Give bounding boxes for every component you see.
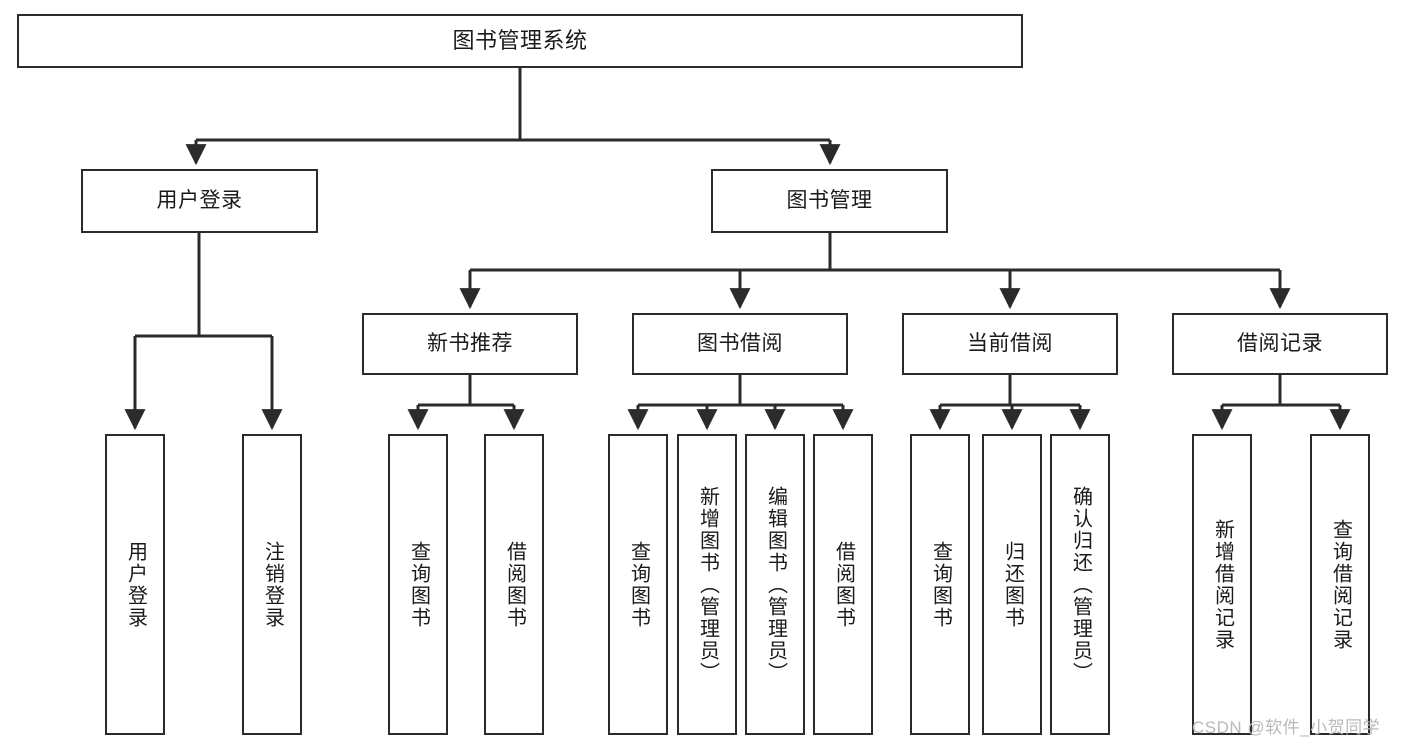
node-label: 借阅记录 <box>1237 331 1323 355</box>
leaf-query-book-1[interactable]: 查询图书 <box>388 434 448 735</box>
leaf-edit-book-admin[interactable]: 编辑图书（管理员） <box>745 434 805 735</box>
leaf-borrow-book-1[interactable]: 借阅图书 <box>484 434 544 735</box>
node-label: 用户登录 <box>156 188 243 212</box>
node-label: 确认归还（管理员） <box>1069 485 1092 684</box>
leaf-return-book[interactable]: 归还图书 <box>982 434 1042 735</box>
node-label: 新增借阅记录 <box>1211 518 1234 651</box>
leaf-user-login[interactable]: 用户登录 <box>105 434 165 735</box>
node-label: 编辑图书（管理员） <box>764 485 787 684</box>
node-label: 查询借阅记录 <box>1329 518 1352 651</box>
node-label: 借阅图书 <box>832 540 855 629</box>
node-book-manage[interactable]: 图书管理 <box>711 169 948 233</box>
node-label: 注销登录 <box>261 540 284 629</box>
node-label: 图书借阅 <box>697 331 783 355</box>
leaf-query-book-3[interactable]: 查询图书 <box>910 434 970 735</box>
node-label: 新书推荐 <box>427 331 513 355</box>
node-label: 图书管理 <box>786 188 873 212</box>
leaf-query-book-2[interactable]: 查询图书 <box>608 434 668 735</box>
node-user-login[interactable]: 用户登录 <box>81 169 318 233</box>
node-label: 归还图书 <box>1001 540 1024 629</box>
leaf-add-book-admin[interactable]: 新增图书（管理员） <box>677 434 737 735</box>
node-new-book-recommend[interactable]: 新书推荐 <box>362 313 578 375</box>
node-label: 用户登录 <box>124 540 147 629</box>
node-label: 借阅图书 <box>503 540 526 629</box>
leaf-add-borrow-record[interactable]: 新增借阅记录 <box>1192 434 1252 735</box>
node-label: 查询图书 <box>407 540 430 629</box>
node-label: 查询图书 <box>627 540 650 629</box>
node-borrow-record[interactable]: 借阅记录 <box>1172 313 1388 375</box>
node-root-system[interactable]: 图书管理系统 <box>17 14 1023 68</box>
node-label: 新增图书（管理员） <box>696 485 719 684</box>
leaf-borrow-book-2[interactable]: 借阅图书 <box>813 434 873 735</box>
node-book-borrow[interactable]: 图书借阅 <box>632 313 848 375</box>
leaf-user-logout[interactable]: 注销登录 <box>242 434 302 735</box>
leaf-query-borrow-record[interactable]: 查询借阅记录 <box>1310 434 1370 735</box>
node-label: 图书管理系统 <box>452 28 588 54</box>
node-label: 当前借阅 <box>967 331 1053 355</box>
csdn-watermark: CSDN @软件_小贺同学 <box>1192 718 1381 737</box>
node-label: 查询图书 <box>929 540 952 629</box>
node-current-borrow[interactable]: 当前借阅 <box>902 313 1118 375</box>
leaf-confirm-return-admin[interactable]: 确认归还（管理员） <box>1050 434 1110 735</box>
